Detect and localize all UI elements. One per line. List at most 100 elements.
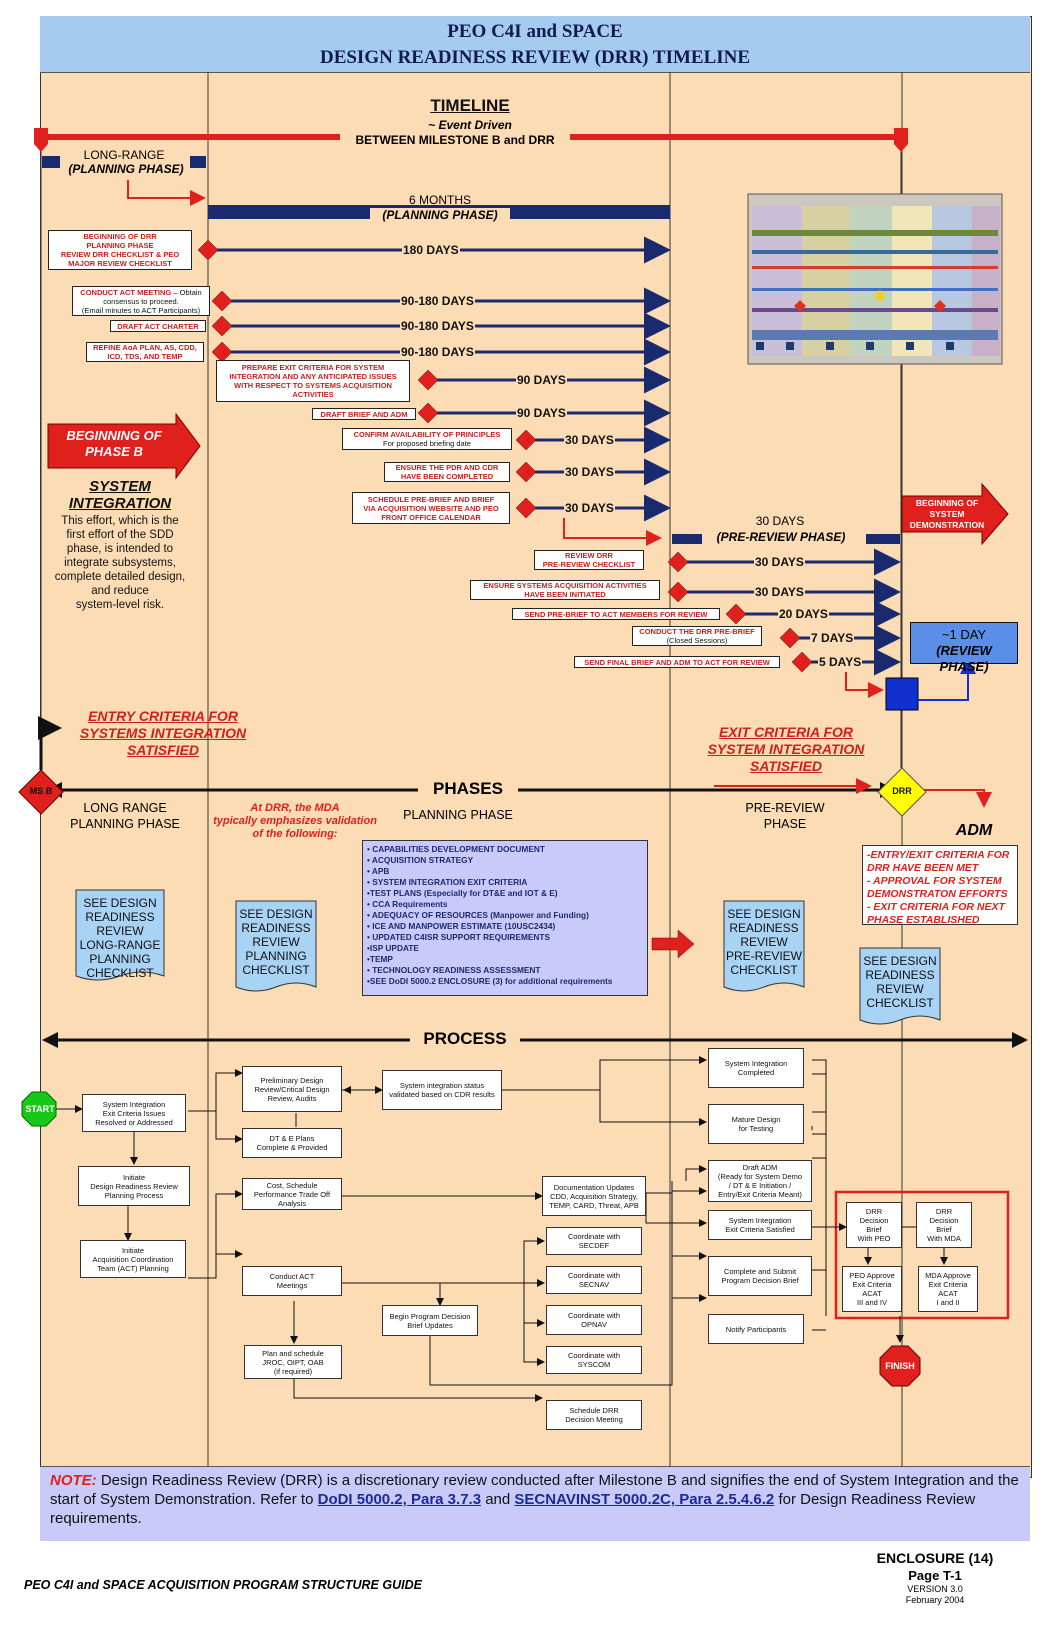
activity-label: CONDUCT ACT MEETING	[80, 287, 172, 297]
planning-checklist[interactable]: SEE DESIGN READINESS REVIEW PLANNING CHE…	[239, 907, 313, 977]
review-up-arrow	[918, 658, 976, 701]
activity-label: ENSURE THE PDR AND CDR HAVE BEEN COMPLET…	[395, 463, 499, 481]
activity-box-5: PREPARE EXIT CRITERIA FOR SYSTEM INTEGRA…	[216, 360, 410, 402]
six-months-phase-label: (PLANNING PHASE)	[370, 208, 510, 222]
activity-box-11: ENSURE SYSTEMS ACQUISITION ACTIVITIES HA…	[470, 580, 660, 600]
activity-sub: (Closed Sessions)	[666, 636, 728, 645]
days-label-1: 180 DAYS	[402, 243, 460, 257]
process-box: Notify Participants	[708, 1314, 804, 1344]
timeline-subtitle: ~ Event Driven	[428, 118, 512, 132]
drr-diamond	[877, 767, 927, 817]
validation-item: • ACQUISITION STRATEGY	[367, 855, 474, 865]
days-label-9: 30 DAYS	[564, 501, 615, 515]
days-label-5: 90 DAYS	[516, 373, 567, 387]
long-range-bar	[42, 156, 206, 206]
process-box: Schedule DRR Decision Meeting	[546, 1400, 642, 1430]
validation-item: • CAPABILITIES DEVELOPMENT DOCUMENT	[367, 844, 545, 854]
start-octagon	[21, 1091, 57, 1127]
days-label-2: 90-180 DAYS	[400, 294, 475, 308]
process-box: PEO Approve Exit Criteria ACAT III and I…	[842, 1266, 902, 1312]
activity-label: SEND PRE-BRIEF TO ACT MEMBERS FOR REVIEW	[524, 609, 708, 619]
process-box: Coordinate with OPNAV	[546, 1305, 642, 1335]
pre-review-bar	[672, 534, 900, 544]
activity-label: DRAFT BRIEF AND ADM	[320, 409, 408, 419]
process-box: Complete and Submit Program Decision Bri…	[708, 1256, 812, 1296]
adm-items: -ENTRY/EXIT CRITERIA FOR DRR HAVE BEEN M…	[862, 845, 1018, 926]
process-box: DRR Decision Brief With MDA	[916, 1202, 972, 1248]
process-box: Begin Program Decision Brief Updates	[382, 1305, 478, 1336]
validation-item: •ISP UPDATE	[367, 943, 419, 953]
decision-enclosure	[834, 1190, 1010, 1320]
activity-box-4: REFINE AoA PLAN, AS, CDD, ICD, TDS, AND …	[86, 342, 204, 362]
header-line2: DESIGN READINESS REVIEW (DRR) TIMELINE	[319, 47, 751, 68]
process-box: Coordinate with SECNAV	[546, 1266, 642, 1294]
activity-box-14: SEND FINAL BRIEF AND ADM TO ACT FOR REVI…	[574, 656, 780, 668]
days-label-14: 5 DAYS	[818, 655, 863, 669]
footer-guide: PEO C4I and SPACE ACQUISITION PROGRAM ST…	[24, 1578, 422, 1592]
activity-sub: – Obtain consensus to proceed. (Email mi…	[81, 287, 202, 315]
validation-item: •SEE DoDI 5000.2 ENCLOSURE (3) for addit…	[367, 976, 613, 986]
entry-criteria-label: ENTRY CRITERIA FOR SYSTEMS INTEGRATION S…	[79, 708, 247, 758]
activity-diamonds	[197, 239, 813, 673]
review-phase-label: (REVIEW PHASE)	[936, 643, 992, 674]
long-range-label: LONG-RANGE	[83, 148, 165, 162]
validation-item: •TEMP	[367, 954, 393, 964]
activity-label: DRAFT ACT CHARTER	[117, 321, 199, 331]
validation-item: • UPDATED C4ISR SUPPORT REQUIREMENTS	[367, 932, 550, 942]
timeline-between: BETWEEN MILESTONE B and DRR	[340, 133, 570, 147]
start-label: START	[25, 1104, 55, 1114]
finish-label: FINISH	[885, 1361, 915, 1371]
footer-version: VERSION 3.0	[907, 1584, 963, 1594]
validation-item: • APB	[367, 866, 390, 876]
dodi-link[interactable]: DoDI 5000.2, Para 3.7.3	[317, 1491, 482, 1508]
note-text-1: Design Readiness Review (DRR) is a discr…	[50, 1472, 1019, 1508]
review-checklist[interactable]: SEE DESIGN READINESS REVIEW CHECKLIST	[863, 954, 937, 1010]
process-box: Coordinate with SECDEF	[546, 1227, 642, 1255]
activity-label: ENSURE SYSTEMS ACQUISITION ACTIVITIES HA…	[483, 581, 647, 599]
to-pre-review-arrow	[563, 518, 662, 546]
activity-label: SCHEDULE PRE-BRIEF AND BRIEF VIA ACQUISI…	[363, 494, 499, 522]
footer-date: February 2004	[905, 1595, 965, 1605]
activity-box-2: CONDUCT ACT MEETING – Obtain consensus t…	[72, 286, 210, 316]
note-text-2: and	[481, 1491, 515, 1508]
activity-box-7: CONFIRM AVAILABILITY OF PRINCIPLES For p…	[342, 428, 512, 450]
note-label: NOTE:	[50, 1472, 97, 1489]
validation-list: • CAPABILITIES DEVELOPMENT DOCUMENT • AC…	[362, 840, 648, 996]
days-label-3: 90-180 DAYS	[400, 319, 475, 333]
page-header: PEO C4I and SPACE DESIGN READINESS REVIE…	[40, 16, 1030, 73]
red-to-review	[845, 672, 884, 698]
activity-sub: For proposed briefing date	[383, 439, 471, 448]
beginning-phase-b-arrow	[47, 412, 201, 480]
process-box: System Integration Exit Criteria Satisfi…	[708, 1210, 812, 1240]
validation-item: • ADEQUACY OF RESOURCES (Manpower and Fu…	[367, 910, 589, 920]
note-text-3: for Design Readiness Review requirements…	[50, 1491, 976, 1527]
finish-octagon	[879, 1345, 921, 1387]
to-pre-review-checklist-arrow	[651, 929, 695, 959]
footer-enclosure: ENCLOSURE (14)	[876, 1550, 994, 1566]
days-label-6: 90 DAYS	[516, 406, 567, 420]
process-box: Documentation Updates CDD, Acquisition S…	[542, 1176, 646, 1216]
process-connectors	[56, 1056, 948, 1402]
activity-box-1: BEGINNING OF DRR PLANNING PHASE REVIEW D…	[48, 230, 192, 270]
pre-review-phase-phase-label: PRE-REVIEW PHASE	[745, 801, 825, 831]
process-box: Draft ADM (Ready for System Demo / DT & …	[708, 1160, 812, 1202]
activity-label: REVIEW DRR PRE-REVIEW CHECKLIST	[542, 551, 636, 569]
process-box: Coordinate with SYSCOM	[546, 1346, 642, 1374]
msb-diamond	[18, 769, 64, 815]
long-range-checklist[interactable]: SEE DESIGN READINESS REVIEW LONG-RANGE P…	[79, 896, 161, 980]
activity-box-9: SCHEDULE PRE-BRIEF AND BRIEF VIA ACQUISI…	[352, 492, 510, 524]
days-label-10: 30 DAYS	[754, 555, 805, 569]
timeline-title: TIMELINE	[430, 96, 510, 115]
process-box: System integration status validated base…	[382, 1070, 502, 1110]
header-line1: PEO C4I and SPACE	[447, 21, 623, 42]
six-months-label: 6 MONTHS	[408, 193, 471, 207]
days-label-8: 30 DAYS	[564, 465, 615, 479]
pre-review-checklist[interactable]: SEE DESIGN READINESS REVIEW PRE-REVIEW C…	[725, 907, 802, 977]
review-square	[885, 677, 919, 711]
secnavinst-link[interactable]: SECNAVINST 5000.2C, Para 2.5.4.6.2	[514, 1491, 775, 1508]
checklist-docs	[75, 889, 941, 1025]
activity-box-13: CONDUCT THE DRR PRE-BRIEF (Closed Sessio…	[632, 626, 762, 646]
planning-phase-label: PLANNING PHASE	[403, 808, 513, 822]
process-box: DT & E Plans Complete & Provided	[242, 1128, 342, 1158]
